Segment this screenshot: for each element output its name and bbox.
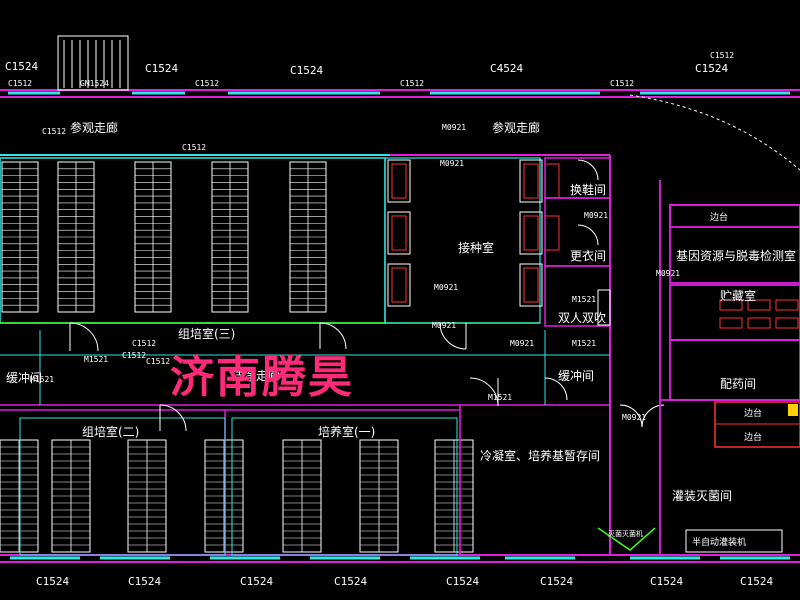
bottom-label: C1524 — [740, 575, 773, 588]
room-dispensing: 配药间 — [720, 377, 756, 391]
top-label: C1524 — [290, 64, 323, 77]
storage-cabinets — [719, 299, 799, 329]
door-code: M1521 — [84, 355, 108, 364]
equipment-marker — [788, 404, 798, 416]
bench-label: 边台 — [744, 431, 762, 443]
bottom-label: C1524 — [128, 575, 161, 588]
watermark-text: 济南腾昊 — [170, 352, 354, 403]
window-code: C1512 — [610, 79, 634, 88]
room-culture-2: 组培室(二) — [82, 424, 139, 439]
top-dimension-labels: C1524 C1524 C1524 C4524 C1524 — [5, 60, 728, 77]
bottom-label: C1524 — [334, 575, 367, 588]
door-code-labels: M1521 M1521 M0921 M0921 M0921 M0921 M152… — [30, 159, 680, 422]
bench-label: 边台 — [710, 211, 728, 223]
shelving-racks-lower — [0, 439, 474, 553]
clean-corridor — [0, 330, 610, 555]
room-sterilize: 灌装灭菌间 — [672, 489, 732, 503]
exterior-curve — [629, 94, 800, 171]
window-code: C1512 — [146, 357, 170, 366]
room-dressing: 更衣间 — [570, 248, 606, 263]
door-code: M0921 — [510, 339, 534, 348]
room-culture-3: 组培室(三) — [178, 326, 235, 341]
machine-label: 半自动灌装机 — [692, 536, 746, 548]
door-code: M0921 — [432, 321, 456, 330]
window-code: C1512 — [8, 79, 32, 88]
corridor-code-left: C1512 — [42, 127, 66, 136]
window-code-labels: C1512 C1512 C1512 C1512 — [122, 143, 206, 366]
door-code: M1521 — [572, 339, 596, 348]
bottom-label: C1524 — [446, 575, 479, 588]
room-gene-lab: 基因资源与脱毒检测室 — [676, 248, 796, 263]
top-label: C4524 — [490, 62, 523, 75]
window-code: C1512 — [132, 339, 156, 348]
entrance-canopy — [57, 35, 129, 91]
entrance-code: GM1524 — [80, 79, 109, 88]
bottom-label: C1524 — [540, 575, 573, 588]
corridor-label-right: 参观走廊 — [492, 120, 540, 135]
room-clean-corridor: 洁净走廊 — [232, 368, 280, 383]
room-reception: 接种室 — [458, 240, 494, 255]
door-code: M1521 — [572, 295, 596, 304]
red-shelves — [391, 163, 560, 303]
room-air-shower: 双人双吹 — [558, 311, 606, 325]
sterilizer-label: 灭菌灭菌机 — [608, 529, 643, 538]
door-swings — [69, 159, 665, 432]
door-code: M0921 — [434, 283, 458, 292]
corridor-label-left: 参观走廊 — [70, 120, 118, 135]
window-code: C1512 — [710, 51, 734, 60]
top-label: C1524 — [5, 60, 38, 73]
top-small-labels: C1512 GM1524 C1512 C1512 C1512 C1512 — [8, 51, 734, 88]
main-entrance — [57, 35, 129, 91]
bench-label: 边台 — [744, 407, 762, 419]
room-shoe-change: 换鞋间 — [570, 182, 606, 197]
bottom-label: C1524 — [36, 575, 69, 588]
window-code: C1512 — [122, 351, 146, 360]
bottom-label: C1524 — [240, 575, 273, 588]
bottom-dimension-labels: C1524 C1524 C1524 C1524 C1524 C1524 C152… — [36, 575, 773, 588]
door-code: M0921 — [656, 269, 680, 278]
changing-column — [544, 157, 611, 327]
door-code: M0921 — [440, 159, 464, 168]
door-code: M1521 — [30, 375, 54, 384]
room-buffer-left: 缓冲间 — [6, 370, 42, 385]
shelving-racks-upper — [1, 161, 327, 313]
window-code: C1512 — [400, 79, 424, 88]
window-code: C1512 — [182, 143, 206, 152]
top-label: C1524 — [145, 62, 178, 75]
top-label: C1524 — [695, 62, 728, 75]
room-buffer-right: 缓冲间 — [558, 368, 594, 383]
bottom-label: C1524 — [650, 575, 683, 588]
room-cold-storage: 冷凝室、培养基暂存间 — [480, 448, 600, 463]
right-zone — [659, 180, 800, 555]
door-code: M0921 — [622, 413, 646, 422]
room-culture-1: 培养室(一) — [318, 424, 375, 439]
room-storage-label: 贮藏室 — [720, 288, 756, 303]
reception-room — [384, 157, 543, 324]
sterilizer-marker — [597, 527, 656, 551]
window-code: C1512 — [195, 79, 219, 88]
door-code: M1521 — [488, 393, 512, 402]
lower-culture-rooms — [0, 409, 460, 556]
corridor-code-right: M0921 — [442, 123, 466, 132]
door-code: M0921 — [584, 211, 608, 220]
